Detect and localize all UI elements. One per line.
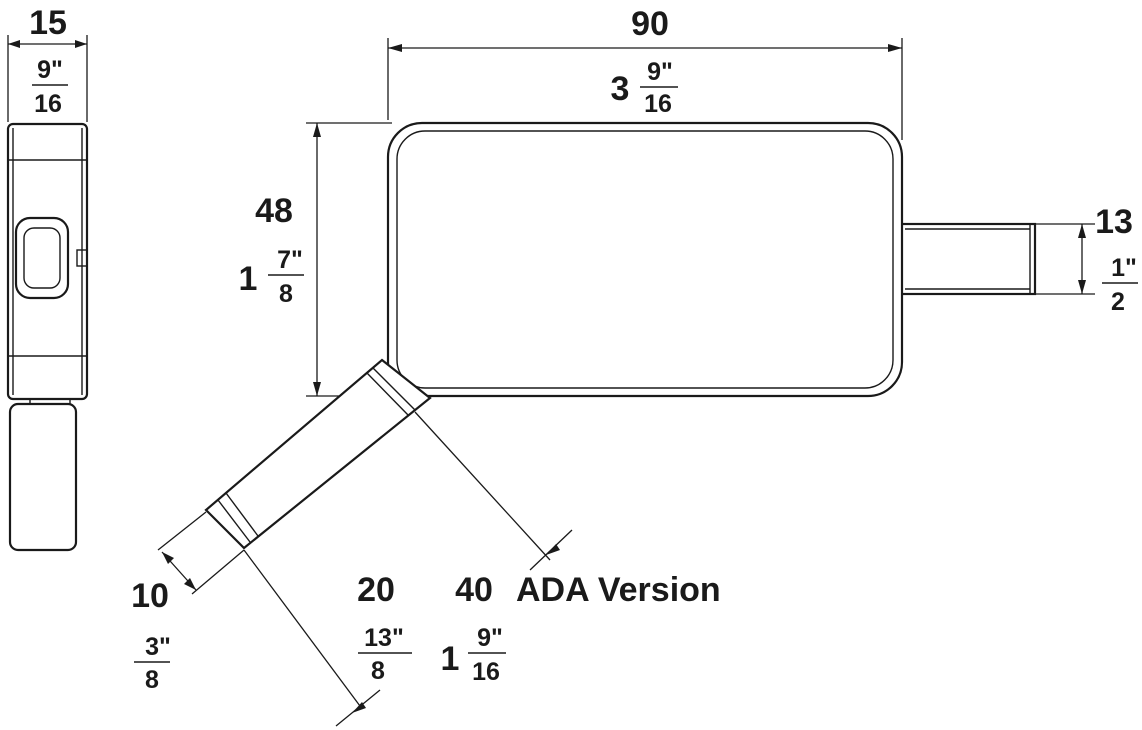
bar-in-den: 2: [1111, 288, 1125, 316]
width-mm: 90: [631, 5, 669, 43]
side-width-in-num: 9": [37, 56, 63, 84]
arm-thickness-in-den: 8: [145, 666, 159, 694]
side-width-in-den: 16: [34, 90, 62, 118]
width-in-num: 9": [647, 58, 673, 86]
ada-label: ADA Version: [516, 571, 721, 609]
arm-length-mm: 20: [357, 571, 395, 609]
ada-in-whole: 1: [441, 640, 460, 678]
ada-in-den: 16: [472, 658, 500, 686]
side-width-mm: 15: [29, 4, 67, 42]
arm-length-in-den: 8: [371, 657, 385, 685]
bar-in-num: 1": [1111, 254, 1137, 282]
arm-thickness-mm: 10: [131, 577, 169, 615]
ada-in-num: 9": [477, 624, 503, 652]
side-view: 15 9" 16: [6, 4, 89, 552]
height-in-num: 7": [277, 246, 303, 274]
arm-thickness-in-num: 3": [145, 633, 171, 661]
height-in-den: 8: [279, 280, 293, 308]
main-view: 90 3 9" 16 48 1 7" 8 13 1" 2: [131, 5, 1138, 727]
height-in-whole: 1: [239, 260, 258, 298]
arm-length-in-num: 13": [364, 624, 404, 652]
ada-mm: 40: [455, 571, 493, 609]
bar-mm: 13: [1095, 203, 1133, 241]
width-in-den: 16: [644, 90, 672, 118]
height-mm: 48: [255, 192, 293, 230]
width-in-whole: 3: [611, 70, 630, 108]
